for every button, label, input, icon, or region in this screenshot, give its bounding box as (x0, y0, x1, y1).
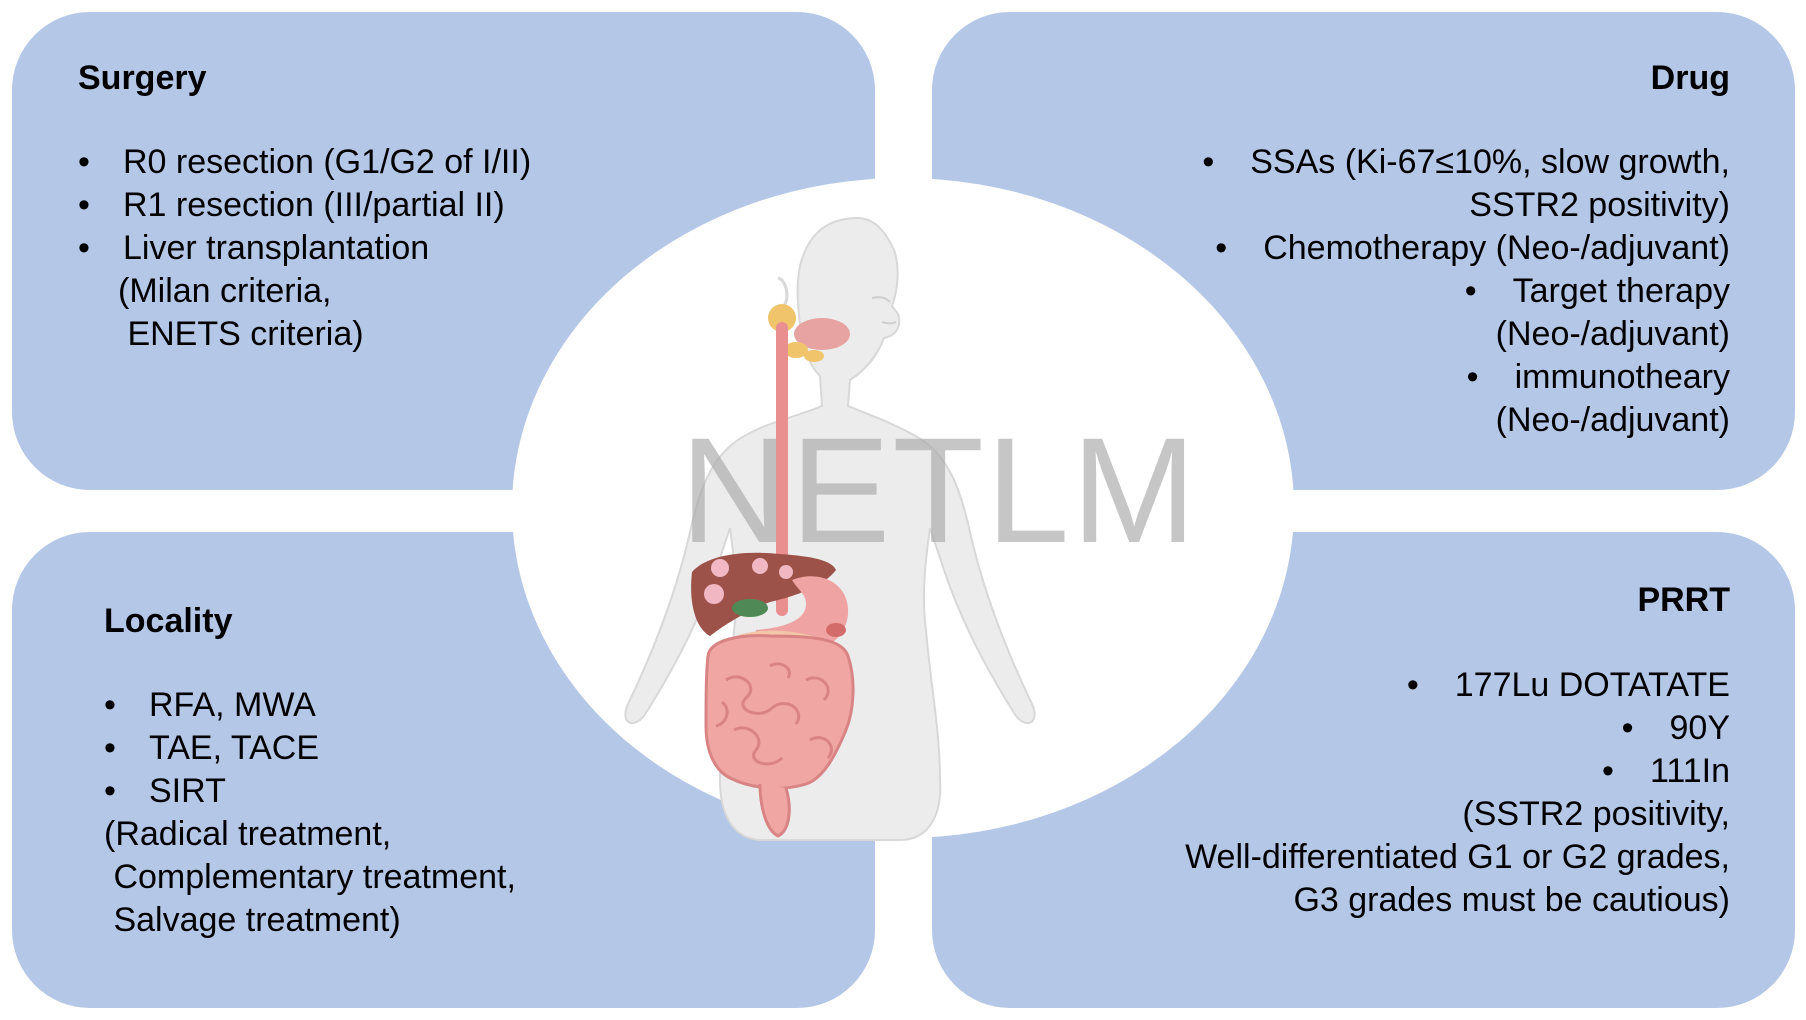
list-item: •TAE, TACE (104, 727, 516, 770)
watermark: NETLM (680, 406, 1199, 574)
list-item: •immunotheary (1466, 358, 1730, 396)
prrt-note-line: (SSTR2 positivity, (1462, 795, 1730, 833)
list-item: •177Lu DOTATATE (1406, 666, 1730, 704)
locality-list: •RFA, MWA •TAE, TACE •SIRT (Radical trea… (104, 684, 516, 942)
prrt-note-line: G3 grades must be cautious) (1293, 881, 1730, 919)
surgery-list: •R0 resection (G1/G2 of I/II) •R1 resect… (78, 141, 531, 356)
locality-note: (Radical treatment, Complementary treatm… (104, 815, 516, 939)
bullet-icon: • (104, 729, 116, 767)
prrt-title: PRRT (1637, 581, 1730, 619)
bullet-icon: • (78, 143, 90, 181)
bullet-icon: • (1602, 752, 1614, 790)
surgery-note: (Milan criteria, ENETS criteria) (118, 272, 364, 353)
bullet-icon: • (78, 229, 90, 267)
bullet-icon: • (78, 186, 90, 224)
list-item: •SIRT (104, 770, 516, 813)
list-item-continuation: (Neo-/adjuvant) (1495, 401, 1730, 439)
face-features (871, 296, 897, 325)
list-item: •SSAs (Ki-67≤10%, slow growth, (1202, 143, 1730, 181)
surgery-title: Surgery (78, 59, 207, 97)
bullet-icon: • (1464, 272, 1477, 310)
locality-title: Locality (104, 602, 233, 640)
body-silhouette (624, 216, 1036, 841)
list-item: •RFA, MWA (104, 684, 516, 727)
bullet-icon: • (1621, 709, 1634, 747)
prrt-list: •177Lu DOTATATE •90Y •111In (SSTR2 posit… (1185, 664, 1730, 922)
bullet-icon: • (1406, 666, 1419, 704)
drug-list: •SSAs (Ki-67≤10%, slow growth, SSTR2 pos… (1202, 141, 1730, 442)
liver (691, 552, 836, 636)
list-item: •90Y (1621, 709, 1730, 747)
list-item: •Liver transplantation (78, 227, 531, 270)
drug-title: Drug (1650, 59, 1730, 97)
list-item: •R0 resection (G1/G2 of I/II) (78, 141, 531, 184)
list-item-continuation: SSTR2 positivity) (1469, 186, 1730, 224)
bullet-icon: • (1202, 143, 1215, 181)
list-item: •Target therapy (1464, 272, 1730, 310)
human-digestive-system-icon (624, 216, 1036, 841)
list-item: •111In (1602, 752, 1730, 790)
list-item: •R1 resection (III/partial II) (78, 184, 531, 227)
bullet-icon: • (104, 686, 116, 724)
list-item-continuation: (Neo-/adjuvant) (1495, 315, 1730, 353)
bullet-icon: • (1215, 229, 1228, 267)
list-item: •Chemotherapy (Neo-/adjuvant) (1215, 229, 1730, 267)
bullet-icon: • (1466, 358, 1479, 396)
intestines (704, 634, 855, 838)
prrt-note-line: Well-differentiated G1 or G2 grades, (1185, 838, 1730, 876)
bullet-icon: • (104, 772, 116, 810)
